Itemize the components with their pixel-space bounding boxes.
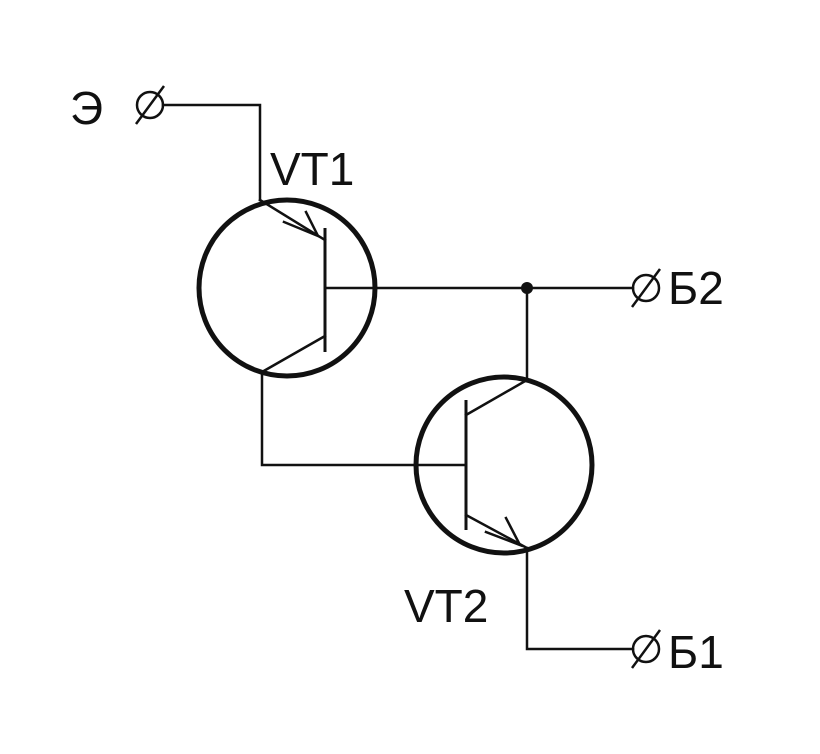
vt2-body-circle bbox=[413, 374, 595, 556]
vt1-label: VT1 bbox=[270, 143, 354, 195]
transistor-vt2 bbox=[413, 374, 595, 556]
emitter-terminal-label: Э bbox=[70, 82, 103, 134]
base1-wire bbox=[525, 546, 635, 651]
base2-terminal bbox=[630, 268, 662, 308]
vt2-collector-lead bbox=[464, 378, 529, 417]
junction-dot bbox=[521, 282, 533, 294]
base1-terminal-label: Б1 bbox=[668, 626, 724, 678]
base2-terminal-label: Б2 bbox=[668, 262, 724, 314]
vt2-label: VT2 bbox=[404, 580, 488, 632]
vt1-body-circle bbox=[196, 197, 378, 379]
emitter-wire bbox=[161, 103, 262, 202]
base1-terminal bbox=[630, 629, 662, 669]
vt1-to-vt2-base-wire bbox=[260, 370, 468, 467]
vt2-emitter-arrow-icon bbox=[484, 516, 523, 548]
vt1-collector-lead bbox=[260, 334, 327, 374]
emitter-terminal bbox=[134, 85, 166, 125]
transistor-vt1 bbox=[196, 197, 378, 379]
vt1-emitter-arrow-icon bbox=[282, 210, 321, 239]
